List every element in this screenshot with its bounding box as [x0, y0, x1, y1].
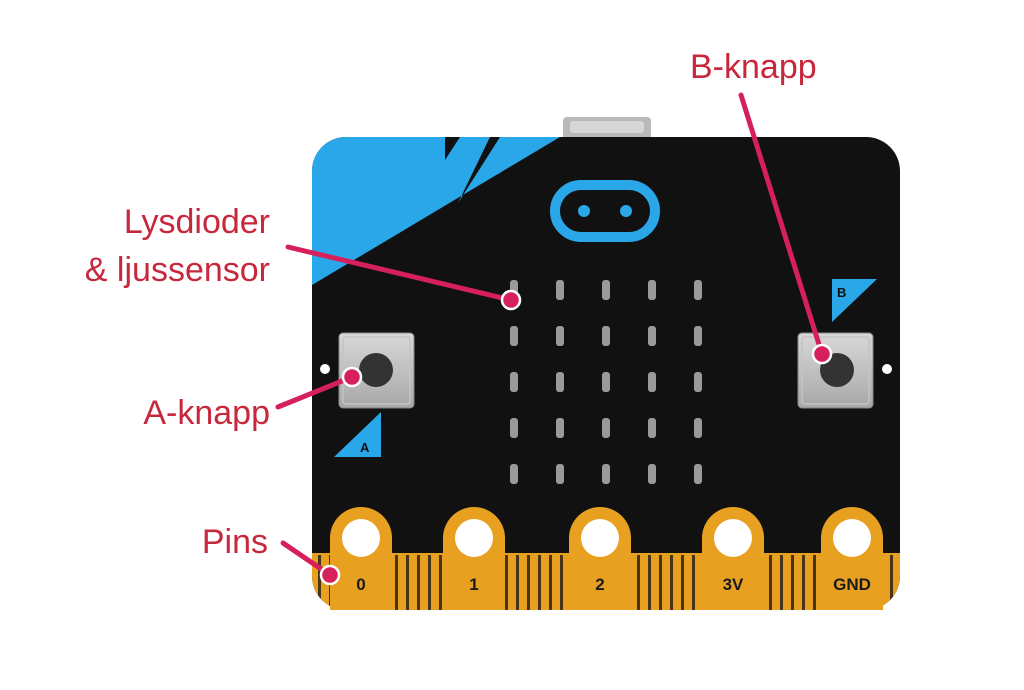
led — [556, 464, 564, 484]
led — [694, 418, 702, 438]
leader-dot-a-button — [341, 366, 363, 388]
led — [694, 280, 702, 300]
connector-finger-gap — [428, 555, 431, 610]
led — [556, 372, 564, 392]
leader-lines — [275, 92, 833, 586]
button-b[interactable] — [797, 332, 874, 409]
button-b-label: B — [837, 285, 846, 300]
led — [648, 372, 656, 392]
led — [648, 464, 656, 484]
led — [648, 326, 656, 346]
connector-finger-gap — [780, 555, 783, 610]
pin-gnd[interactable]: GND — [821, 507, 883, 610]
pin-label: 1 — [469, 575, 478, 594]
pin-label: 0 — [356, 575, 365, 594]
leader-dot-leds — [500, 289, 522, 311]
connector-finger-gap — [395, 555, 398, 610]
connector-finger-gap — [527, 555, 530, 610]
connector-finger-gap — [538, 555, 541, 610]
blue-corner-graphic — [312, 137, 560, 285]
led — [602, 464, 610, 484]
connector-finger-gap — [505, 555, 508, 610]
led — [510, 464, 518, 484]
led — [648, 418, 656, 438]
connector-finger-gap — [549, 555, 552, 610]
connector-finger-gap — [560, 555, 563, 610]
led — [510, 372, 518, 392]
callout-b-button: B-knapp — [690, 48, 817, 86]
led — [648, 280, 656, 300]
pins: 0 1 2 3V GND — [330, 507, 883, 610]
connector-finger-gap — [692, 555, 695, 610]
leader-dot-pins — [319, 564, 341, 586]
leader-b-button — [738, 92, 825, 357]
led — [602, 326, 610, 346]
led — [556, 326, 564, 346]
pin-2[interactable]: 2 — [569, 507, 631, 610]
mounting-hole-right — [882, 364, 892, 374]
connector-finger-gap — [791, 555, 794, 610]
callout-leds-line2: & ljussensor — [85, 251, 270, 289]
pin-hole — [714, 519, 752, 557]
led — [602, 372, 610, 392]
pin-hole — [455, 519, 493, 557]
pin-label: 2 — [595, 575, 604, 594]
leader-leds — [285, 244, 514, 303]
connector-finger-gap — [813, 555, 816, 610]
button-a-cap[interactable] — [359, 353, 393, 387]
callout-pins: Pins — [202, 523, 268, 561]
connector-finger-gap — [659, 555, 662, 610]
leader-dot-b-button — [811, 343, 833, 365]
mounting-hole-left — [320, 364, 330, 374]
led — [602, 418, 610, 438]
connector-finger-gap — [769, 555, 772, 610]
button-a-marker: A — [334, 412, 381, 457]
led — [510, 326, 518, 346]
connector-finger-gap — [417, 555, 420, 610]
connector-finger-gap — [648, 555, 651, 610]
connector-finger-gap — [318, 555, 321, 610]
pin-hole — [581, 519, 619, 557]
callout-a-button: A-knapp — [143, 394, 270, 432]
led — [556, 418, 564, 438]
connector-finger-gap — [439, 555, 442, 610]
connector-finger-gap — [802, 555, 805, 610]
led — [694, 372, 702, 392]
connector-finger-gap — [637, 555, 640, 610]
pin-1[interactable]: 1 — [443, 507, 505, 610]
callout-leds-line1: Lysdioder — [124, 203, 270, 241]
pin-hole — [833, 519, 871, 557]
led — [510, 418, 518, 438]
microbit-logo — [550, 180, 660, 242]
led — [602, 280, 610, 300]
led-grid — [510, 280, 702, 484]
connector-finger-gap — [681, 555, 684, 610]
led — [694, 326, 702, 346]
button-b-marker: B — [832, 279, 877, 322]
button-a-label: A — [360, 440, 370, 455]
connector-finger-gap — [890, 555, 893, 610]
pin-0[interactable]: 0 — [330, 507, 392, 610]
connector-finger-gap — [406, 555, 409, 610]
led — [694, 464, 702, 484]
pin-label: GND — [833, 575, 871, 594]
pin-3v[interactable]: 3V — [702, 507, 764, 610]
pin-label: 3V — [723, 575, 744, 594]
button-a[interactable] — [338, 332, 415, 409]
pin-hole — [342, 519, 380, 557]
leader-a-button — [275, 374, 355, 410]
connector-finger-gap — [670, 555, 673, 610]
led — [556, 280, 564, 300]
usb-connector — [563, 117, 651, 141]
connector-finger-gap — [516, 555, 519, 610]
